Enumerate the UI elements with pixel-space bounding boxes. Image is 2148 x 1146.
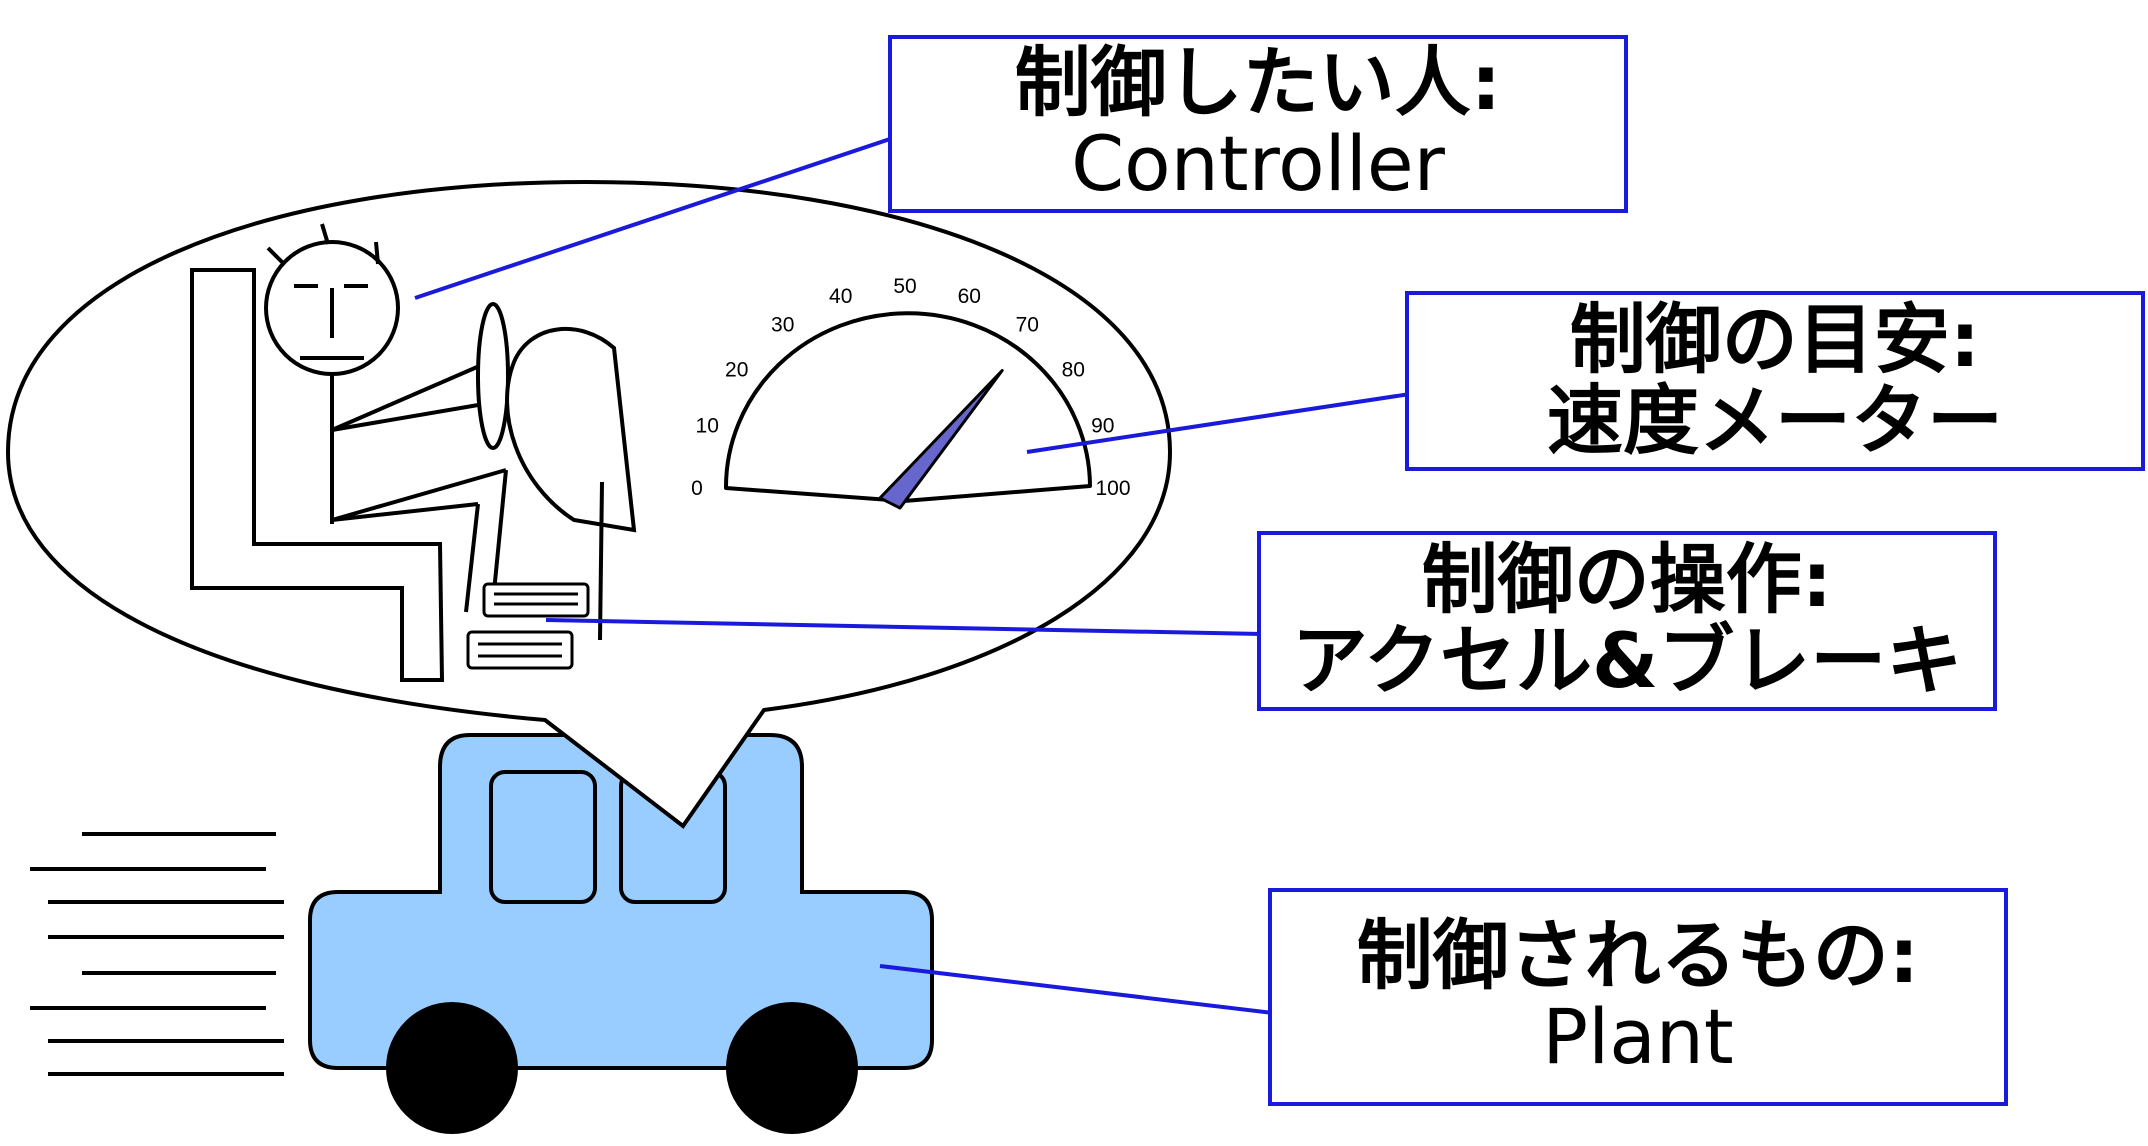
label-target: 制御の目安: 速度メーター [1405,291,2145,471]
pedal-column [598,481,604,641]
leader-line-operation [545,618,1263,636]
speedometer-tick-label: 20 [725,358,748,381]
label-plant: 制御されるもの: Plant [1268,888,2008,1106]
speedometer-tick-label: 30 [771,314,794,337]
car-icon [308,733,934,1134]
car-body [308,733,934,1070]
speedometer-tick-label: 80 [1062,358,1085,381]
speedometer-tick-label: 70 [1016,314,1039,337]
label-plant-title: 制御されるもの: [1356,911,1920,1001]
seat-icon [190,268,445,682]
label-target-title: 制御の目安: [1569,295,1981,385]
speedometer-tick-label: 100 [1095,477,1130,500]
dashboard [505,326,637,533]
driver-icon [264,223,508,613]
speedometer-tick-label: 0 [691,477,703,500]
label-controller-term: Controller [1071,119,1445,208]
label-operation-title: 制御の操作: [1421,535,1833,625]
speedometer-tick-label: 90 [1091,415,1114,438]
leader-line-plant [879,964,1274,1015]
speedometer-needle [878,369,1004,510]
speedometer-tick-label: 50 [893,275,916,298]
leader-line-controller [414,136,894,300]
speed-lines [30,832,284,1076]
leader-line-target [1026,392,1411,454]
steering-wheel [476,302,510,450]
accelerator-pedal [482,582,590,618]
label-operation-term: アクセル&ブレーキ [1291,616,1963,705]
label-plant-term: Plant [1542,992,1734,1081]
car-wheel-rear [386,1002,518,1134]
speedometer-tick-label: 40 [829,285,852,308]
label-operation: 制御の操作: アクセル&ブレーキ [1257,531,1997,711]
speedometer-face [723,311,1092,503]
car-window-front [489,770,597,904]
leader-lines [414,136,1411,1015]
label-target-term: 速度メーター [1547,376,2003,465]
brake-pedal [466,630,574,670]
speedometer-ticks: 0 10 20 30 40 50 60 70 80 90 100 [691,275,1130,500]
car-wheel-front [726,1002,858,1134]
speedometer-tick-label: 60 [958,285,981,308]
label-controller-title: 制御したい人: [1014,38,1502,128]
pedals-icon [466,582,590,670]
speedometer-tick-label: 10 [696,415,719,438]
speedometer-icon: 0 10 20 30 40 50 60 70 80 90 100 [691,275,1131,510]
label-controller: 制御したい人: Controller [888,35,1628,213]
